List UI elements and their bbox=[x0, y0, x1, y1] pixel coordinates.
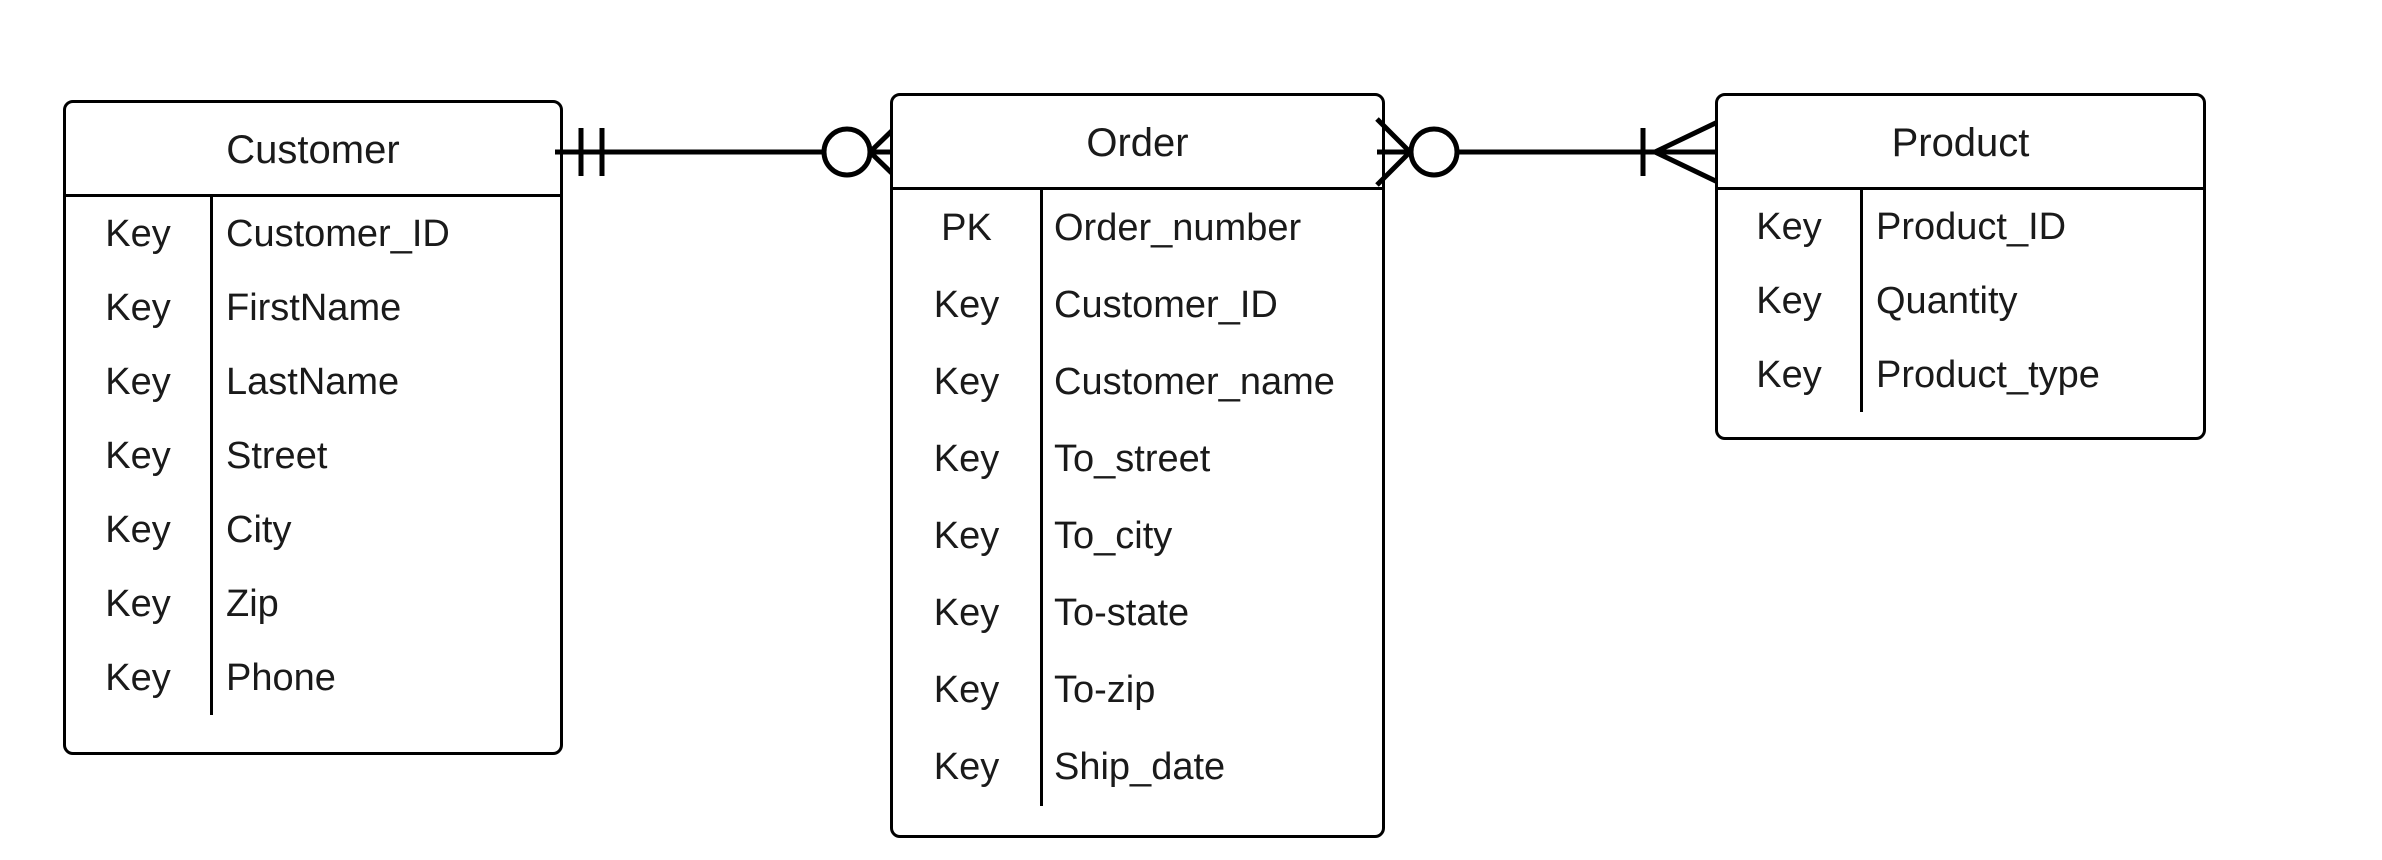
attribute-row[interactable]: Key Customer_ID bbox=[893, 267, 1382, 344]
column-divider bbox=[1040, 190, 1043, 806]
attribute-field: Product_ID bbox=[1876, 205, 2067, 248]
attribute-field: Ship_date bbox=[1054, 746, 1226, 788]
attribute-row[interactable]: PK Order_number bbox=[893, 190, 1382, 267]
attribute-field: LastName bbox=[226, 360, 400, 403]
attribute-key: Key bbox=[933, 284, 1000, 326]
attribute-row[interactable]: Key Customer_ID bbox=[66, 197, 560, 271]
attribute-field: Quantity bbox=[1876, 279, 2018, 322]
attribute-key: Key bbox=[105, 582, 171, 625]
entity-title-product: Product bbox=[1718, 96, 2203, 190]
cardinality-zero-circle-icon bbox=[1408, 126, 1460, 178]
attribute-field: To_city bbox=[1054, 515, 1173, 557]
attribute-field: To-state bbox=[1054, 592, 1190, 634]
entity-product[interactable]: Product Key Product_ID Key Quantity Key … bbox=[1715, 93, 2206, 440]
attribute-field: Street bbox=[226, 434, 328, 477]
attribute-key: Key bbox=[933, 361, 1000, 403]
attribute-key: Key bbox=[1756, 353, 1822, 396]
attribute-row[interactable]: Key To_city bbox=[893, 498, 1382, 575]
attribute-field: Customer_ID bbox=[1054, 284, 1278, 326]
attribute-row[interactable]: Key Product_ID bbox=[1718, 190, 2203, 264]
cardinality-many-crowsfoot-icon bbox=[1375, 117, 1412, 187]
attribute-field: FirstName bbox=[226, 286, 402, 329]
attribute-row[interactable]: Key City bbox=[66, 493, 560, 567]
attribute-row[interactable]: Key Customer_name bbox=[893, 344, 1382, 421]
attribute-field: Phone bbox=[226, 656, 336, 699]
entity-title-order: Order bbox=[893, 96, 1382, 190]
attribute-key-pk: PK bbox=[941, 207, 992, 249]
column-divider bbox=[1860, 190, 1863, 412]
attribute-field: To_street bbox=[1054, 438, 1211, 480]
attribute-key: Key bbox=[1756, 205, 1822, 248]
attribute-row[interactable]: Key Ship_date bbox=[893, 729, 1382, 806]
attribute-row[interactable]: Key Zip bbox=[66, 567, 560, 641]
attribute-table-product: Key Product_ID Key Quantity Key Product_… bbox=[1718, 190, 2203, 412]
attribute-row[interactable]: Key To-zip bbox=[893, 652, 1382, 729]
attribute-key: Key bbox=[933, 746, 1000, 788]
attribute-field: Customer_ID bbox=[226, 212, 450, 255]
relationship-order-product[interactable] bbox=[1375, 112, 1726, 194]
attribute-row[interactable]: Key Phone bbox=[66, 641, 560, 715]
attribute-field: Product_type bbox=[1876, 353, 2100, 396]
attribute-row[interactable]: Key To-state bbox=[893, 575, 1382, 652]
attribute-field: To-zip bbox=[1054, 669, 1156, 711]
attribute-key: Key bbox=[933, 515, 1000, 557]
attribute-key: Key bbox=[1756, 279, 1822, 322]
attribute-key: Key bbox=[933, 669, 1000, 711]
attribute-key: Key bbox=[105, 508, 171, 551]
attribute-key: Key bbox=[105, 434, 171, 477]
cardinality-zero-circle-icon bbox=[821, 126, 873, 178]
column-divider bbox=[210, 197, 213, 715]
attribute-table-order: PK Order_number Key Customer_ID Key Cust… bbox=[893, 190, 1382, 806]
attribute-table-customer: Key Customer_ID Key FirstName Key LastNa… bbox=[66, 197, 560, 715]
attribute-row[interactable]: Key Street bbox=[66, 419, 560, 493]
attribute-row[interactable]: Key Product_type bbox=[1718, 338, 2203, 412]
attribute-field: Zip bbox=[226, 582, 279, 625]
attribute-row[interactable]: Key To_street bbox=[893, 421, 1382, 498]
relationship-customer-order[interactable] bbox=[555, 112, 906, 194]
attribute-key: Key bbox=[933, 592, 1000, 634]
attribute-key: Key bbox=[105, 360, 171, 403]
attribute-field: Order_number bbox=[1054, 207, 1302, 249]
attribute-field: City bbox=[226, 508, 292, 551]
attribute-key: Key bbox=[933, 438, 1000, 480]
attribute-key: Key bbox=[105, 212, 171, 255]
cardinality-many-crowsfoot-icon bbox=[1653, 116, 1726, 188]
attribute-field: Customer_name bbox=[1054, 361, 1335, 403]
attribute-key: Key bbox=[105, 656, 171, 699]
attribute-row[interactable]: Key Quantity bbox=[1718, 264, 2203, 338]
attribute-key: Key bbox=[105, 286, 171, 329]
entity-title-customer: Customer bbox=[66, 103, 560, 197]
attribute-row[interactable]: Key LastName bbox=[66, 345, 560, 419]
entity-customer[interactable]: Customer Key Customer_ID Key FirstName K… bbox=[63, 100, 563, 755]
entity-order[interactable]: Order PK Order_number Key Customer_ID Ke… bbox=[890, 93, 1385, 838]
attribute-row[interactable]: Key FirstName bbox=[66, 271, 560, 345]
